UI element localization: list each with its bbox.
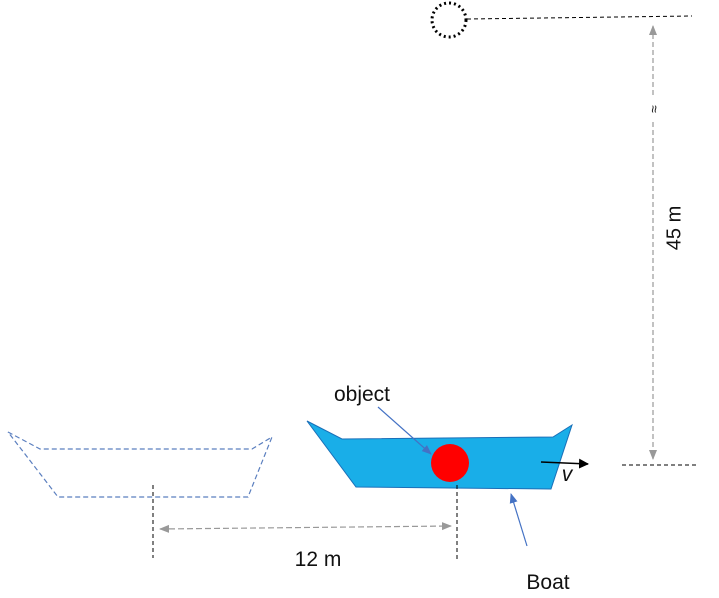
top-reference-line <box>466 15 693 20</box>
boat-pointer-arrow <box>509 493 528 547</box>
break-symbol-background <box>644 98 662 120</box>
object-ball <box>431 444 469 482</box>
initial-position-marker <box>430 1 468 39</box>
velocity-label: v <box>562 463 574 486</box>
break-symbol: ≈ <box>646 105 662 113</box>
object-pointer-arrow <box>377 406 432 455</box>
horizontal-dimension-arrow <box>159 522 452 533</box>
velocity-arrow <box>540 458 589 469</box>
boat-label: Boat <box>526 571 569 594</box>
horizontal-distance-label: 12 m <box>295 548 342 571</box>
object-label: object <box>334 383 390 406</box>
vertical-distance-label: 45 m <box>663 206 685 250</box>
ghost-boat <box>7 431 274 498</box>
